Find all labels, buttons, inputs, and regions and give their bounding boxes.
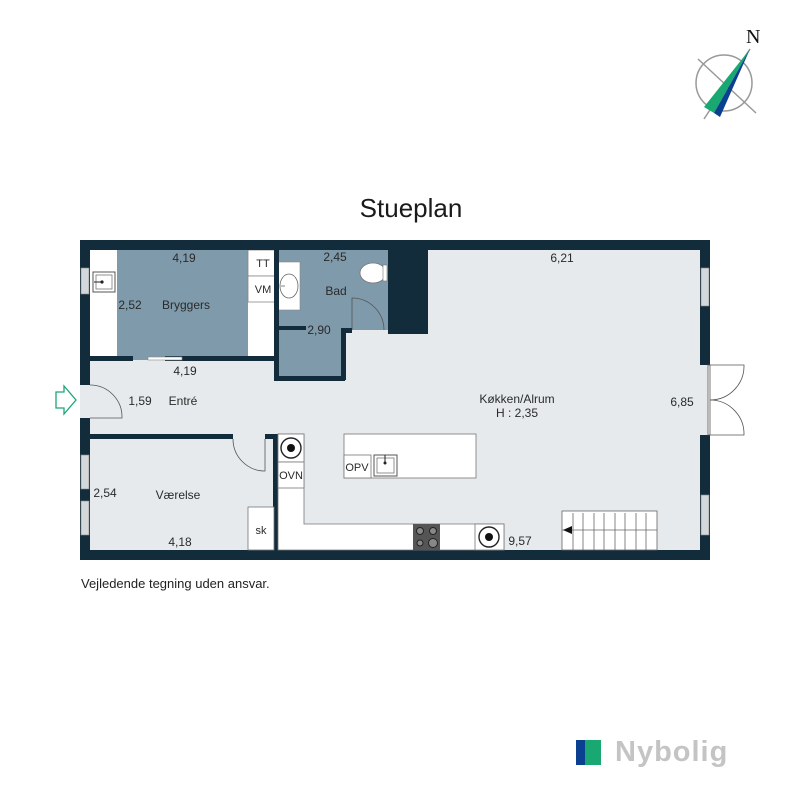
kitchen-sink-icon — [373, 454, 398, 477]
bryggers-depth: 2,52 — [118, 298, 142, 312]
logo-mark-icon — [576, 739, 601, 765]
room-bryggers — [117, 250, 248, 360]
staircase — [561, 510, 658, 551]
kitchen-length: 9,57 — [508, 534, 532, 548]
entrance-arrow-icon — [55, 384, 77, 416]
bad-width: 2,45 — [323, 250, 347, 264]
room-label-vaerelse: Værelse — [156, 488, 201, 502]
washbasin-icon — [279, 273, 299, 299]
room-label-kitchen: Køkken/Alrum — [479, 392, 554, 406]
entre-depth: 1,59 — [128, 394, 152, 408]
entre-width: 4,19 — [173, 364, 197, 378]
vaerelse-width: 4,18 — [168, 535, 192, 549]
washing-machine — [247, 275, 279, 303]
terrace-door — [707, 364, 745, 436]
kitchen-depth: 6,85 — [670, 395, 694, 409]
nybolig-logo: Nybolig — [576, 735, 729, 768]
kitchen-ceiling-height: H : 2,35 — [496, 406, 538, 420]
entry-door — [89, 384, 123, 419]
room-label-bryggers: Bryggers — [162, 298, 210, 312]
dishwasher-label: OPV — [345, 462, 369, 474]
page-title: Stueplan — [359, 193, 463, 223]
shaft — [388, 250, 428, 334]
extractor-fan-icon — [280, 437, 302, 459]
room-label-entre: Entré — [169, 394, 198, 408]
windows — [80, 267, 710, 536]
logo-text: Nybolig — [615, 735, 729, 768]
tumble-dryer-label: TT — [256, 258, 270, 270]
vaerelse-depth: 2,54 — [93, 486, 117, 500]
toilet-icon — [359, 262, 388, 284]
disclaimer: Vejledende tegning uden ansvar. — [81, 576, 270, 591]
compass-icon — [695, 48, 757, 120]
oven-label: OVN — [279, 470, 303, 482]
room-label-bad: Bad — [325, 284, 346, 298]
bryggers-width: 4,19 — [172, 251, 196, 265]
cooktop-icon — [413, 524, 440, 550]
washing-machine-label: VM — [255, 284, 272, 296]
utility-sink-icon — [92, 271, 116, 293]
wardrobe-label: sk — [256, 525, 268, 537]
compass-north-label: N — [746, 26, 761, 48]
extractor-fan-icon-2 — [478, 526, 500, 548]
bad-depth: 2,90 — [307, 323, 331, 337]
bad-door — [351, 297, 385, 331]
wardrobe — [247, 506, 275, 551]
vaerelse-door — [232, 438, 266, 472]
kitchen-width: 6,21 — [550, 251, 574, 265]
